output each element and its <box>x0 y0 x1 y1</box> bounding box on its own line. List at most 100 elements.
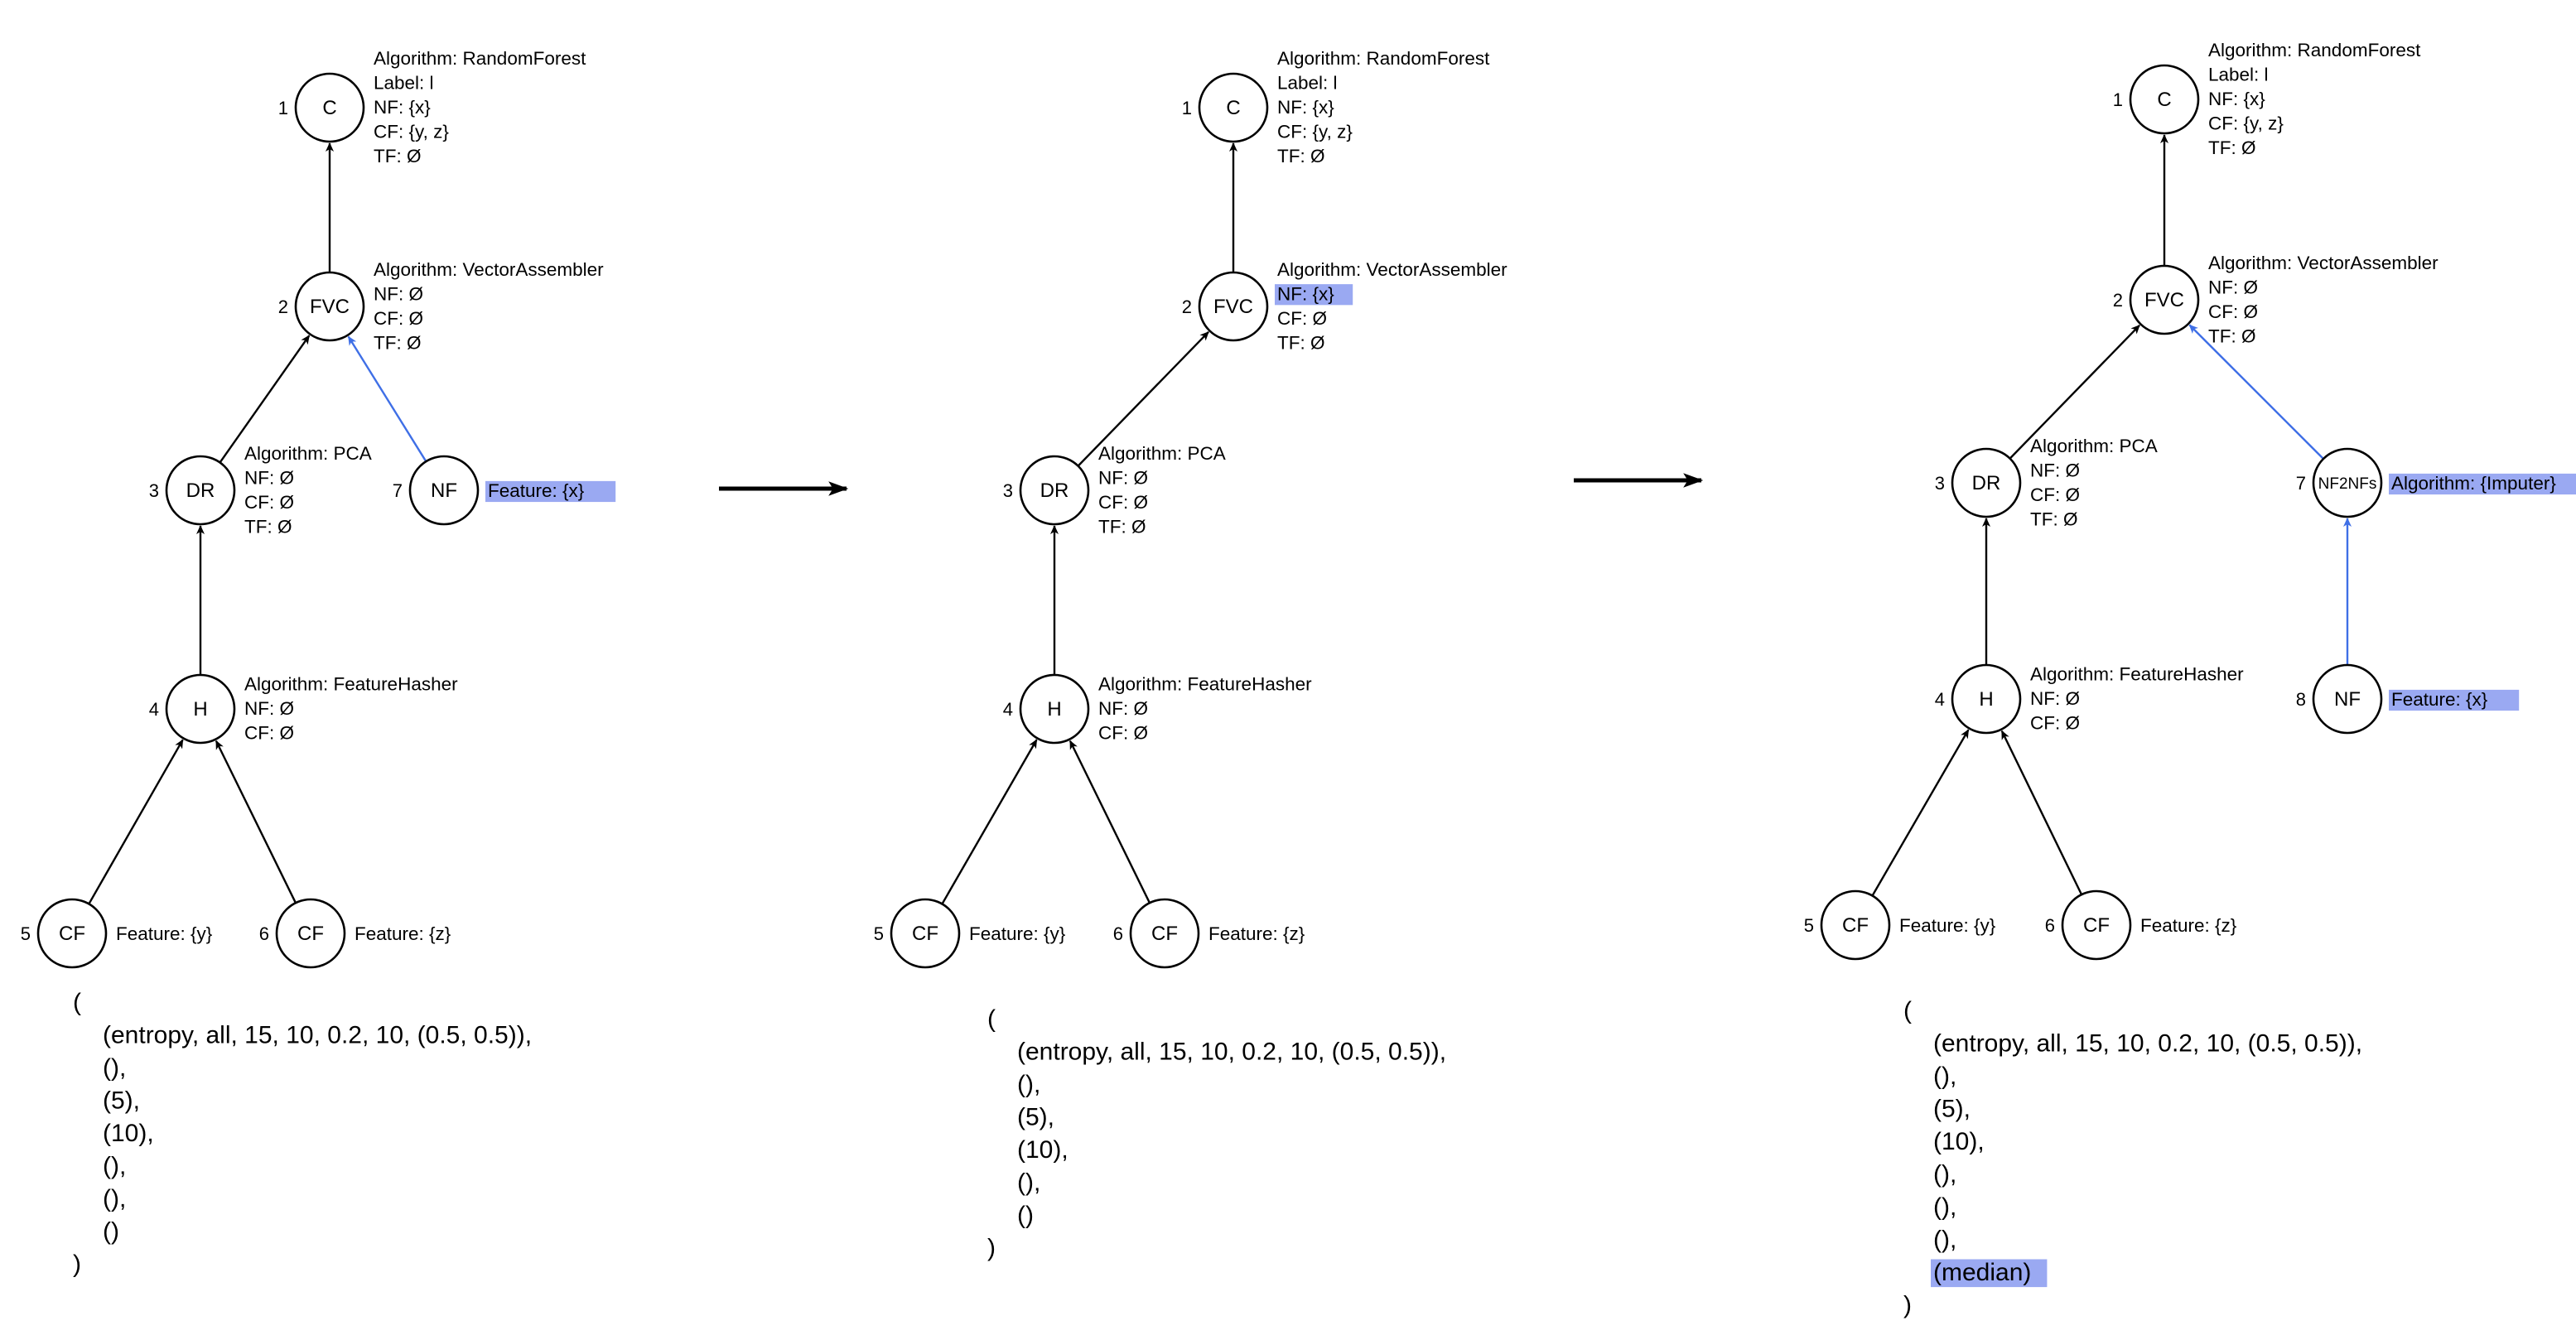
annotation-p1-1-2: NF: {x} <box>374 97 431 118</box>
node-number: 7 <box>393 480 403 501</box>
annotation-p3-1-0-group: Algorithm: RandomForest <box>2208 40 2421 60</box>
annotation-p2-1-4: TF: Ø <box>1277 146 1325 166</box>
annotation-p2-3-3: TF: Ø <box>1098 516 1146 537</box>
node-label: CF <box>1151 923 1178 945</box>
config-line-p2-7: ) <box>987 1235 996 1262</box>
annotation-p2-1-1: Label: l <box>1277 73 1338 94</box>
node-label: DR <box>186 480 215 502</box>
config-line-p1-4-group: (10), <box>103 1120 154 1147</box>
node-circle <box>165 455 236 526</box>
annotation-p3-4-0: Algorithm: FeatureHasher <box>2030 664 2244 685</box>
edge-p3-7-to-2 <box>2188 324 2324 460</box>
node-p1-6[interactable]: CF6 <box>259 898 346 969</box>
node-number: 5 <box>21 923 31 944</box>
node-p3-5[interactable]: CF5 <box>1804 889 1891 961</box>
annotation-p3-3-0: Algorithm: PCA <box>2030 436 2158 456</box>
annotation-p3-5-0: Feature: {y} <box>1899 915 1996 936</box>
node-number: 2 <box>1182 296 1192 317</box>
node-circle <box>1129 898 1200 969</box>
config-line-p2-0-group: ( <box>987 1005 996 1033</box>
node-p3-8[interactable]: NF8 <box>2296 663 2383 735</box>
config-line-p1-4: (10), <box>103 1120 154 1147</box>
node-circle <box>1198 271 1269 342</box>
config-line-p3-7: (), <box>1933 1227 1956 1254</box>
config-line-p1-6: (), <box>103 1185 126 1212</box>
config-line-p2-0: ( <box>987 1005 996 1033</box>
config-line-p1-5: (), <box>103 1153 126 1180</box>
node-p3-1[interactable]: C1 <box>2113 64 2200 135</box>
node-p2-4[interactable]: H4 <box>1003 673 1090 745</box>
annotation-p1-3-1: NF: Ø <box>244 467 294 488</box>
node-p1-5[interactable]: CF5 <box>21 898 108 969</box>
node-p2-5[interactable]: CF5 <box>874 898 961 969</box>
node-label: NF <box>431 480 457 502</box>
config-line-p2-6: () <box>1017 1202 1034 1229</box>
node-number: 4 <box>149 699 159 720</box>
annotation-p1-2-3-group: TF: Ø <box>374 332 422 353</box>
annotation-p1-2-0: Algorithm: VectorAssembler <box>374 259 604 280</box>
config-line-p3-0: ( <box>1903 997 1912 1024</box>
node-circle <box>890 898 961 969</box>
annotation-p3-1-1: Label: l <box>2208 65 2269 85</box>
annotation-p3-1-1-group: Label: l <box>2208 65 2269 85</box>
node-p1-4[interactable]: H4 <box>149 673 236 745</box>
annotation-p3-3-2: CF: Ø <box>2030 484 2080 505</box>
annotation-p3-6-0: Feature: {z} <box>2140 915 2237 936</box>
annotation-p3-3-1: NF: Ø <box>2030 460 2080 480</box>
node-circle <box>294 72 365 143</box>
node-p2-3[interactable]: DR3 <box>1003 455 1090 526</box>
annotation-p3-2-2-group: CF: Ø <box>2208 301 2258 322</box>
node-p2-1[interactable]: C1 <box>1182 72 1269 143</box>
node-number: 4 <box>1935 689 1945 710</box>
config-line-p1-3: (5), <box>103 1087 140 1115</box>
config-line-p2-3: (5), <box>1017 1104 1054 1131</box>
config-line-p2-4: (10), <box>1017 1136 1069 1164</box>
annotation-p1-7-0: Feature: {x} <box>488 480 585 501</box>
annotation-p1-6-0-group: Feature: {z} <box>355 923 451 944</box>
annotation-p1-1-4: TF: Ø <box>374 146 422 166</box>
annotation-p3-4-1-group: NF: Ø <box>2030 688 2080 709</box>
node-label: FVC <box>310 296 350 318</box>
annotation-p2-4-1: NF: Ø <box>1098 698 1148 719</box>
annotation-p3-7-0-highlight <box>2389 473 2576 495</box>
node-circle <box>275 898 346 969</box>
annotation-p3-3-3: TF: Ø <box>2030 509 2078 529</box>
node-label: H <box>1047 698 1061 721</box>
node-circle <box>2129 64 2200 135</box>
node-p1-3[interactable]: DR3 <box>149 455 236 526</box>
config-line-p3-8: (median) <box>1933 1259 2031 1286</box>
annotation-p1-1-1-group: Label: l <box>374 73 434 94</box>
node-p3-4[interactable]: H4 <box>1935 663 2022 735</box>
config-line-p3-9: ) <box>1903 1292 1912 1319</box>
node-circle <box>1951 447 2022 518</box>
node-p3-3[interactable]: DR3 <box>1935 447 2022 518</box>
node-p2-6[interactable]: CF 6 <box>1113 898 1200 969</box>
annotation-p3-8-0-highlight <box>2389 689 2520 711</box>
annotation-p1-2-1-group: NF: Ø <box>374 283 423 304</box>
node-number: 2 <box>2113 290 2123 311</box>
node-p1-7[interactable]: NF 7 <box>393 455 480 526</box>
annotation-p2-5-0: Feature: {y} <box>969 923 1066 944</box>
annotation-p1-1-1: Label: l <box>374 73 434 94</box>
edge-p3-5-to-4 <box>1871 729 1970 897</box>
node-p3-6[interactable]: CF6 <box>2045 889 2132 961</box>
annotation-p2-2-1-group: NF: {x} <box>1275 283 1353 306</box>
annotation-p3-2-1-group: NF: Ø <box>2208 277 2258 297</box>
node-number: 6 <box>1113 923 1123 944</box>
node-p1-1[interactable]: C1 <box>278 72 365 143</box>
annotation-p2-2-0-group: Algorithm: VectorAssembler <box>1277 259 1507 280</box>
annotation-p3-3-3-group: TF: Ø <box>2030 509 2078 529</box>
node-number: 1 <box>2113 89 2123 110</box>
annotation-p1-3-2-group: CF: Ø <box>244 492 294 513</box>
annotation-p2-2-2: CF: Ø <box>1277 308 1327 329</box>
config-line-p3-8-highlight <box>1931 1259 2048 1288</box>
config-line-p2-1-group: (entropy, all, 15, 10, 0.2, 10, (0.5, 0.… <box>1017 1039 1446 1066</box>
annotation-p3-2-2: CF: Ø <box>2208 301 2258 322</box>
annotation-p2-2-0: Algorithm: VectorAssembler <box>1277 259 1507 280</box>
annotation-p2-2-1-highlight <box>1275 284 1353 306</box>
edge-p2-3-to-2 <box>1077 330 1209 467</box>
